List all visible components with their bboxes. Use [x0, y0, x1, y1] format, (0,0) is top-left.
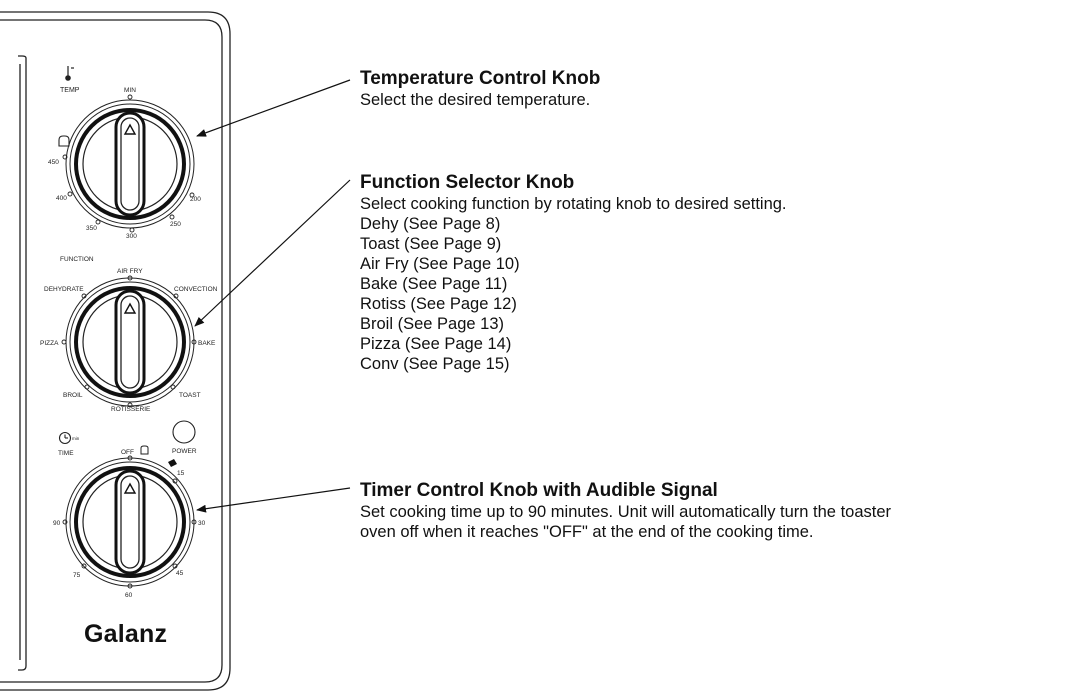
- temp-scale-250: 250: [170, 221, 181, 228]
- function-scale-air-fry: AIR FRY: [117, 268, 143, 275]
- function-scale-convection: CONVECTION: [174, 286, 218, 293]
- function-section-label: FUNCTION: [60, 256, 94, 263]
- timer-scale-30: 30: [198, 520, 206, 527]
- brand-logo: Galanz: [84, 620, 168, 648]
- function-scale-bake: BAKE: [198, 340, 216, 347]
- timer-callout-line: oven off when it reaches "OFF" at the en…: [360, 523, 814, 541]
- function-callout-line: Dehy (See Page 8): [360, 215, 501, 233]
- temperature-callout-line: Select the desired temperature.: [360, 91, 591, 109]
- timer-scale-75: 75: [73, 572, 81, 579]
- function-callout-title: Function Selector Knob: [360, 172, 575, 193]
- temperature-callout-title: Temperature Control Knob: [360, 68, 601, 89]
- temperature-callout: Temperature Control Knob Select the desi…: [360, 68, 600, 110]
- timer-scale-15: 15: [177, 470, 185, 477]
- timer-scale-90: 90: [53, 520, 61, 527]
- temp-scale-450: 450: [48, 159, 59, 166]
- time-icon-sub: min: [72, 436, 80, 441]
- temp-scale-min: MIN: [124, 87, 136, 94]
- function-scale-dehydrate: DEHYDRATE: [44, 286, 84, 293]
- temp-scale-200: 200: [190, 196, 201, 203]
- temperature-knob[interactable]: [65, 99, 195, 229]
- temperature-leader-line: [196, 79, 351, 137]
- function-callout-line: Pizza (See Page 14): [360, 335, 512, 353]
- temp-scale-350: 350: [86, 225, 97, 232]
- function-callout-line: Rotiss (See Page 12): [360, 295, 517, 313]
- clock-icon: [58, 431, 72, 445]
- timer-callout: Timer Control Knob with Audible Signal S…: [360, 480, 891, 542]
- function-callout-line: Air Fry (See Page 10): [360, 255, 520, 273]
- function-leader-line: [194, 179, 351, 327]
- toast-icon: [58, 135, 70, 147]
- timer-callout-title: Timer Control Knob with Audible Signal: [360, 480, 718, 501]
- timer-control-knob[interactable]: [65, 457, 195, 587]
- timer-scale-60: 60: [125, 592, 133, 599]
- temp-scale-400: 400: [56, 195, 67, 202]
- panel-outline: [0, 11, 231, 691]
- timer-callout-line: Set cooking time up to 90 minutes. Unit …: [360, 503, 892, 521]
- power-light-icon: [172, 420, 196, 444]
- function-scale-rotisserie: ROTISSERIE: [111, 406, 151, 413]
- thermometer-icon: [65, 66, 74, 81]
- toast-icon: [140, 445, 149, 455]
- function-callout: Function Selector Knob Select cooking fu…: [360, 172, 787, 374]
- power-label: POWER: [172, 448, 197, 455]
- triangle-pointer-icon: [123, 482, 137, 494]
- function-scale-pizza: PIZZA: [40, 340, 59, 347]
- function-scale-toast: TOAST: [179, 392, 201, 399]
- function-callout-line: Broil (See Page 13): [360, 315, 504, 333]
- timer-scale-45: 45: [176, 570, 184, 577]
- function-callout-line: Toast (See Page 9): [360, 235, 502, 253]
- function-callout-line: Conv (See Page 15): [360, 355, 510, 373]
- triangle-pointer-icon: [123, 123, 137, 135]
- timer-scale-off: OFF: [121, 449, 134, 456]
- signal-marker: [168, 459, 177, 467]
- temp-scale-300: 300: [126, 233, 137, 240]
- time-section-label: TIME: [58, 450, 74, 457]
- function-selector-knob[interactable]: [65, 277, 195, 407]
- function-scale-broil: BROIL: [63, 392, 83, 399]
- triangle-pointer-icon: [123, 302, 137, 314]
- timer-leader-line: [196, 487, 351, 513]
- function-callout-line: Select cooking function by rotating knob…: [360, 195, 787, 213]
- function-callout-line: Bake (See Page 11): [360, 275, 508, 293]
- temp-section-label: TEMP: [60, 87, 80, 94]
